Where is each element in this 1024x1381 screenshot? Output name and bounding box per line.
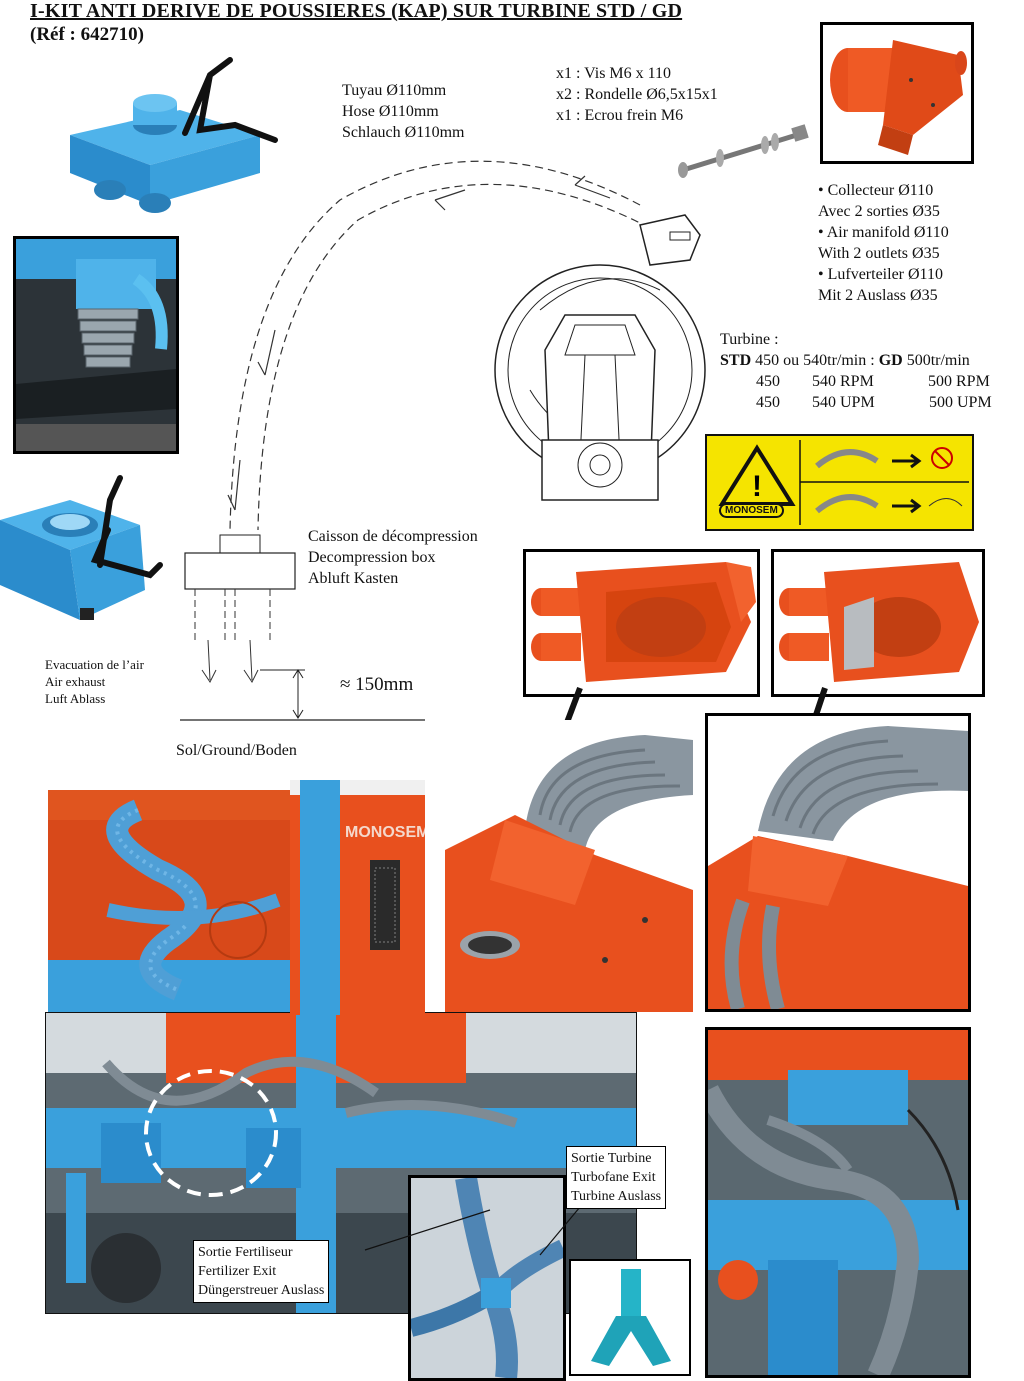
turbine-exit-de: Turbine Auslass: [571, 1189, 662, 1204]
bolt-illustration: [675, 120, 815, 180]
air-exhaust-de: Luft Ablass: [45, 691, 106, 706]
svg-text:!: !: [752, 470, 762, 503]
air-exhaust-en: Air exhaust: [45, 674, 106, 689]
reference-number: (Réf : 642710): [30, 24, 144, 45]
turbine-rpm-row: 450 540 RPM 500 RPM: [756, 371, 1006, 392]
decompression-box-label: Caisson de décompression Decompression b…: [308, 526, 478, 589]
air-exhaust-label: Evacuation de l’air Air exhaust Luft Abl…: [45, 656, 144, 707]
warning-sign-brand: MONOSEM: [719, 503, 784, 518]
turbine-heading: Turbine :: [720, 331, 779, 348]
hose-label-fr: Tuyau Ø110mm: [342, 82, 447, 99]
collector-fr: • Collecteur Ø110: [818, 182, 934, 199]
turbine-speed-summary: STD 450 ou 540tr/min : GD 500tr/min: [720, 350, 970, 371]
hose-label: Tuyau Ø110mm Hose Ø110mm Schlauch Ø110mm: [342, 80, 465, 143]
collector-en: • Air manifold Ø110: [818, 224, 949, 241]
decompression-box-photo-side: [0, 470, 180, 630]
rpm-std-low: 450: [756, 373, 780, 390]
turbine-std-label: STD: [720, 352, 752, 369]
hose-under-machine-photo: [13, 236, 179, 454]
fertilizer-exit-fr: Sortie Fertiliseur: [198, 1245, 293, 1260]
decompression-de: Abluft Kasten: [308, 570, 399, 587]
turbine-exit-fr: Sortie Turbine: [571, 1151, 652, 1166]
air-manifold-photo: [820, 22, 974, 164]
hardware-washer: x2 : Rondelle Ø6,5x15x1: [556, 86, 718, 103]
decompression-en: Decompression box: [308, 549, 436, 566]
hose-label-de: Schlauch Ø110mm: [342, 124, 465, 141]
air-exhaust-fr: Evacuation de l’air: [45, 657, 144, 672]
machine-hopper-photo: MONOSEM: [290, 780, 425, 1015]
hardware-screw: x1 : Vis M6 x 110: [556, 65, 672, 82]
hose-on-manifold-photo: [445, 720, 693, 1012]
rpm-std-high: 540 RPM: [812, 373, 874, 390]
collector-fr-outlets: Avec 2 sorties Ø35: [818, 203, 940, 220]
upm-std-low: 450: [756, 394, 780, 411]
turbine-gd-label: GD: [878, 352, 903, 369]
document-title: I-KIT ANTI DERIVE DE POUSSIERES (KAP) SU…: [30, 0, 683, 22]
turbine-std-text: 450 ou 540tr/min :: [751, 352, 879, 369]
turbine-exit-en: Turbofane Exit: [571, 1170, 656, 1185]
turbine-exit-label: Sortie Turbine Turbofane Exit Turbine Au…: [566, 1146, 667, 1209]
manifold-flap-photo: [771, 549, 985, 697]
photo-brand-text: MONOSEM: [345, 824, 425, 841]
height-label: ≈ 150mm: [340, 674, 414, 695]
turbine-outlet-photo: [705, 1027, 971, 1378]
hardware-nut: x1 : Ecrou frein M6: [556, 107, 684, 124]
fertilizer-exit-de: Düngerstreuer Auslass: [198, 1283, 325, 1298]
upm-std-high: 540 UPM: [812, 394, 875, 411]
y-piece-photo: [569, 1259, 691, 1376]
label-leader-lines: [360, 1190, 600, 1290]
hose-label-en: Hose Ø110mm: [342, 103, 439, 120]
turbine-speed-block: Turbine : STD 450 ou 540tr/min : GD 500t…: [720, 329, 970, 371]
manifold-open-photo: [523, 549, 760, 697]
hose-on-manifold-flap-photo: [705, 713, 971, 1012]
collector-en-outlets: With 2 outlets Ø35: [818, 245, 940, 262]
seeder-hose-photo: [48, 790, 298, 1020]
collector-de: • Lufverteiler Ø110: [818, 266, 943, 283]
fertilizer-exit-label: Sortie Fertiliseur Fertilizer Exit Dünge…: [193, 1240, 330, 1303]
hardware-list: x1 : Vis M6 x 110 x2 : Rondelle Ø6,5x15x…: [556, 63, 718, 126]
fertilizer-exit-en: Fertilizer Exit: [198, 1264, 277, 1279]
turbine-gd-text: 500tr/min: [902, 352, 970, 369]
collector-description: • Collecteur Ø110 Avec 2 sorties Ø35 • A…: [818, 180, 949, 306]
decompression-fr: Caisson de décompression: [308, 528, 478, 545]
upm-gd: 500 UPM: [929, 394, 992, 411]
turbine-hose-diagram: [180, 140, 710, 740]
rpm-gd: 500 RPM: [928, 373, 990, 390]
ground-label: Sol/Ground/Boden: [176, 742, 297, 759]
turbine-upm-row: 450 540 UPM 500 UPM: [756, 392, 1006, 413]
hose-junction-photo: [408, 1175, 566, 1381]
collector-de-outlets: Mit 2 Auslass Ø35: [818, 287, 938, 304]
decompression-box-photo-top: [60, 55, 290, 220]
warning-sign: ! MONOSEM: [705, 434, 974, 531]
